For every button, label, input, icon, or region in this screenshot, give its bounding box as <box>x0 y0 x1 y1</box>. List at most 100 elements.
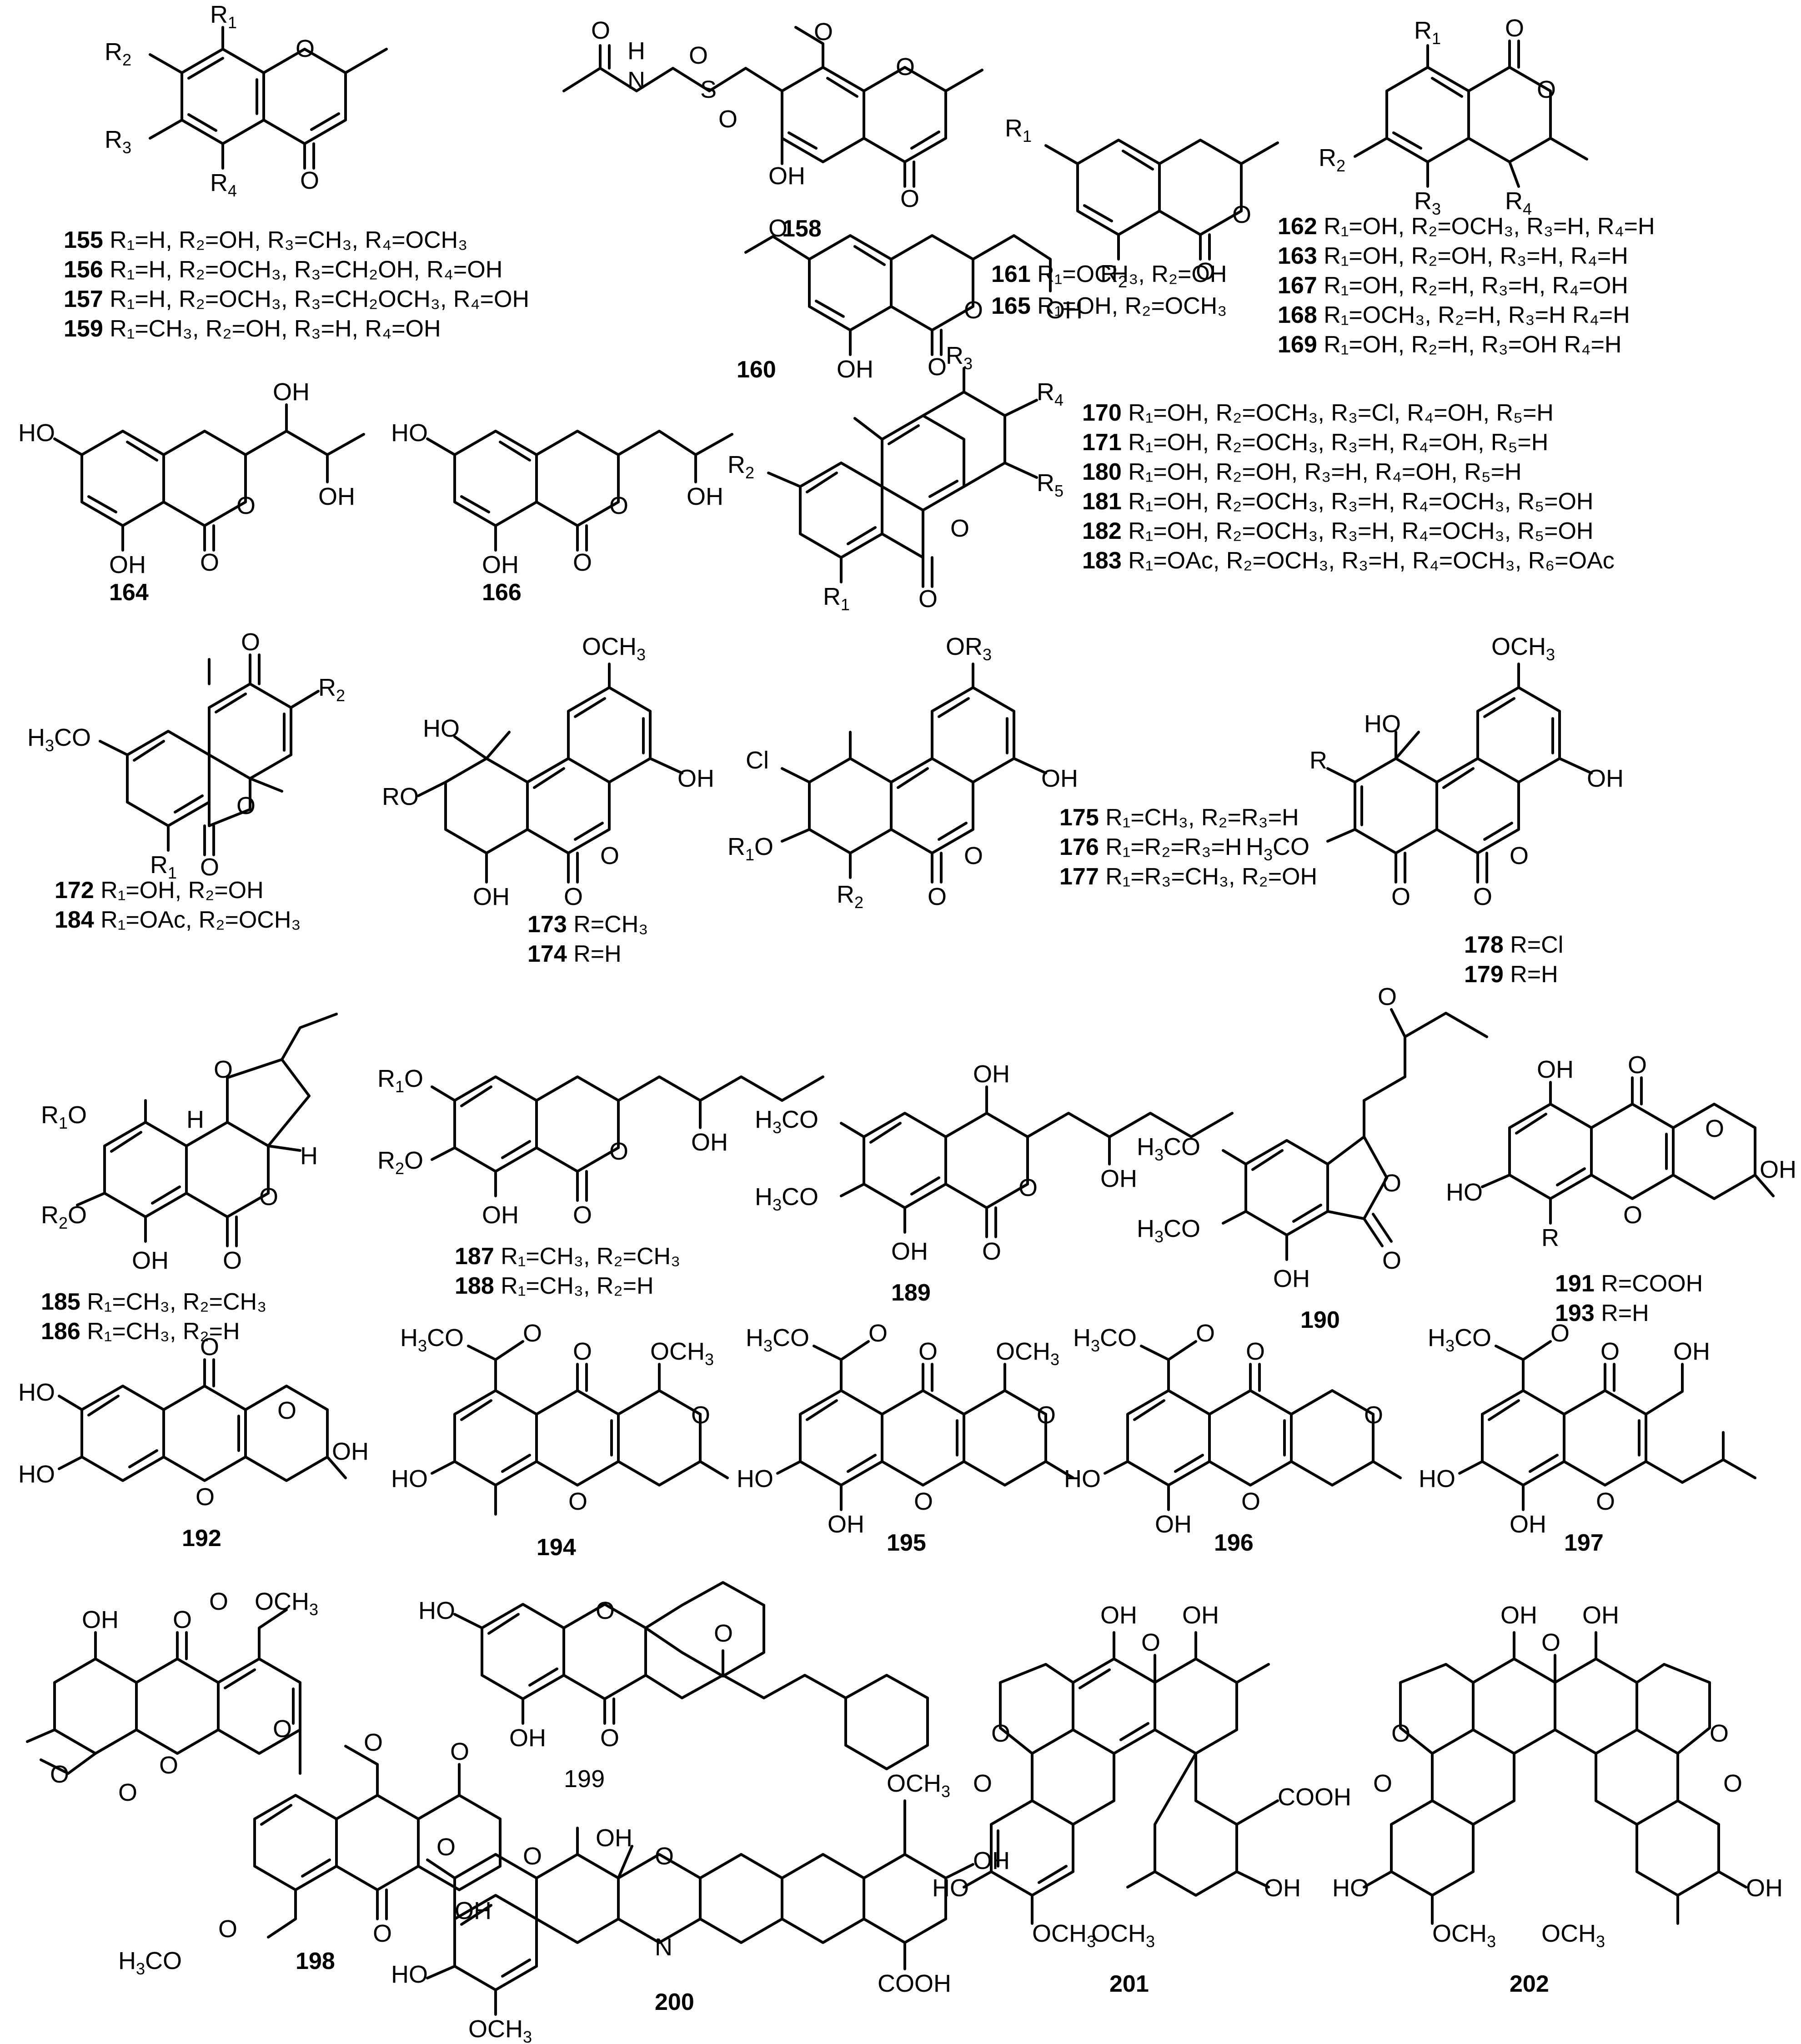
svg-text:O: O <box>896 53 915 80</box>
svg-text:OH: OH <box>691 1129 728 1156</box>
svg-text:H3CO: H3CO <box>1137 1215 1200 1246</box>
svg-text:R2O: R2O <box>41 1201 87 1232</box>
svg-text:H3CO: H3CO <box>118 1947 182 1978</box>
svg-text:COOH: COOH <box>878 1970 951 1997</box>
svg-text:O: O <box>1537 76 1556 103</box>
svg-text:O: O <box>568 1488 587 1515</box>
svg-text:O: O <box>236 492 256 519</box>
svg-text:O: O <box>1705 1115 1724 1142</box>
svg-text:199: 199 <box>564 1765 605 1793</box>
svg-text:160: 160 <box>737 357 776 383</box>
substituents-161-165: 161 R₁=OCH₃, R₂=OH 165 R₁=OH, R₂=OCH₃ <box>991 261 1227 319</box>
substituents-178-179: 178 R=Cl 179 R=H <box>1464 932 1563 988</box>
substituents-175-177: 175 R₁=CH₃, R₂=R₃=H 176 R₁=R₂=R₃=H 177 R… <box>1059 804 1317 890</box>
svg-text:188 R₁=CH₃, R₂=H: 188 R₁=CH₃, R₂=H <box>455 1273 654 1299</box>
structure-200: O O OH O N OCH3 OH COOH HO OCH3 200 <box>391 1770 1010 2044</box>
svg-text:OH: OH <box>1264 1874 1301 1902</box>
structure-202: OH O OH O O O O HO OH OCH3 OCH3 202 <box>1332 1602 1783 1997</box>
svg-text:OH: OH <box>318 483 355 510</box>
svg-text:179 R=H: 179 R=H <box>1464 961 1558 988</box>
svg-text:O: O <box>596 1597 615 1624</box>
svg-text:N: N <box>655 1934 672 1961</box>
svg-text:O: O <box>1246 1338 1265 1365</box>
svg-text:O: O <box>1550 1320 1570 1347</box>
svg-text:H3CO: H3CO <box>1246 833 1309 864</box>
svg-text:O: O <box>991 1720 1010 1747</box>
svg-text:O: O <box>609 492 628 519</box>
svg-text:OH: OH <box>768 162 805 190</box>
svg-text:O: O <box>1196 1320 1215 1347</box>
svg-text:OH: OH <box>132 1247 169 1274</box>
svg-text:O: O <box>814 18 833 45</box>
svg-text:H3CO: H3CO <box>27 724 91 755</box>
svg-text:159 R₁=CH₃, R₂=OH, R₃=H, R₄=OH: 159 R₁=CH₃, R₂=OH, R₃=H, R₄=OH <box>64 316 441 342</box>
svg-text:O: O <box>918 585 938 613</box>
structure-172-184: O O O H3CO R2 R1 <box>27 628 345 882</box>
svg-text:O: O <box>1723 1770 1742 1797</box>
svg-text:172 R₁=OH, R₂=OH: 172 R₁=OH, R₂=OH <box>55 877 264 904</box>
svg-text:N: N <box>627 67 645 94</box>
substituents-155-159: 155 R₁=H, R₂=OH, R₃=CH₃, R₄=OCH₃ 156 R₁=… <box>64 227 529 342</box>
svg-text:HO: HO <box>1364 710 1401 738</box>
svg-text:R4: R4 <box>210 169 237 200</box>
svg-text:OH: OH <box>1182 1602 1219 1629</box>
svg-text:O: O <box>900 185 919 212</box>
svg-text:O: O <box>218 1915 237 1943</box>
svg-text:Cl: Cl <box>746 747 769 774</box>
svg-text:165 R₁=OH, R₂=OCH₃: 165 R₁=OH, R₂=OCH₃ <box>991 293 1227 319</box>
svg-text:O: O <box>159 1752 178 1779</box>
svg-text:174 R=H: 174 R=H <box>527 941 622 967</box>
svg-text:R2: R2 <box>727 451 754 482</box>
svg-text:HO: HO <box>737 1465 773 1492</box>
svg-text:OH: OH <box>1537 1056 1574 1083</box>
svg-text:169 R₁=OH, R₂=H, R₃=OH R₄=H: 169 R₁=OH, R₂=H, R₃=OH R₄=H <box>1278 331 1621 358</box>
svg-text:163 R₁=OH, R₂=OH, R₃=H, R₄=H: 163 R₁=OH, R₂=OH, R₃=H, R₄=H <box>1278 243 1628 269</box>
structure-178-179: OCH3 OH O O O HO R H3CO <box>1246 633 1624 910</box>
svg-text:178 R=Cl: 178 R=Cl <box>1464 932 1563 958</box>
svg-text:171 R₁=OH, R₂=OCH₃, R₃=H, R₄=O: 171 R₁=OH, R₂=OCH₃, R₃=H, R₄=OH, R₅=H <box>1082 429 1548 456</box>
svg-text:OH: OH <box>1673 1338 1710 1365</box>
svg-text:O: O <box>918 1338 938 1365</box>
svg-text:O: O <box>523 1843 542 1870</box>
svg-text:162 R₁=OH, R₂=OCH₃, R₃=H, R₄=H: 162 R₁=OH, R₂=OCH₃, R₃=H, R₄=H <box>1278 213 1655 240</box>
svg-text:HO: HO <box>18 419 55 447</box>
svg-text:OH: OH <box>1046 296 1083 324</box>
svg-text:HO: HO <box>1419 1465 1455 1492</box>
structure-198: OH O O OCH3 O O O O O O O H3CO O OH 198 <box>26 1588 502 1978</box>
svg-text:O: O <box>591 17 610 44</box>
svg-text:OCH3: OCH3 <box>1032 1920 1096 1951</box>
svg-text:184 R₁=OAc, R₂=OCH₃: 184 R₁=OAc, R₂=OCH₃ <box>55 907 301 933</box>
svg-text:164: 164 <box>109 579 149 606</box>
svg-text:193 R=H: 193 R=H <box>1555 1300 1649 1326</box>
svg-text:190: 190 <box>1300 1307 1340 1333</box>
svg-text:O: O <box>1473 883 1492 910</box>
svg-text:HO: HO <box>1446 1179 1483 1206</box>
svg-text:166: 166 <box>482 579 522 606</box>
svg-text:O: O <box>1596 1488 1615 1515</box>
substituents-173-174: 173 R=CH₃ 174 R=H <box>527 911 648 967</box>
svg-text:O: O <box>200 1333 219 1361</box>
svg-text:O: O <box>868 1320 888 1347</box>
svg-text:OCH3: OCH3 <box>1491 633 1555 664</box>
svg-text:O: O <box>564 883 583 910</box>
svg-text:COOH: COOH <box>1278 1783 1351 1811</box>
svg-text:R4: R4 <box>1037 378 1064 409</box>
svg-text:161 R₁=OCH₃, R₂=OH: 161 R₁=OCH₃, R₂=OH <box>991 261 1227 287</box>
svg-text:O: O <box>1241 1488 1260 1515</box>
svg-text:OH: OH <box>1155 1511 1192 1538</box>
svg-text:OH: OH <box>509 1724 546 1752</box>
svg-text:158: 158 <box>782 216 822 242</box>
svg-text:O: O <box>200 854 219 881</box>
svg-text:183 R₁=OAc, R₂=OCH₃, R₃=H, R₄=: 183 R₁=OAc, R₂=OCH₃, R₃=H, R₄=OCH₃, R₆=O… <box>1082 547 1615 574</box>
svg-text:O: O <box>1510 842 1529 869</box>
svg-text:OCH3: OCH3 <box>468 2015 532 2044</box>
structure-192: O O O OH HO HO 192 <box>18 1333 369 1552</box>
svg-text:R1: R1 <box>210 1 237 32</box>
svg-text:H3CO: H3CO <box>755 1183 818 1214</box>
svg-text:H: H <box>300 1142 318 1170</box>
svg-text:R1: R1 <box>1414 17 1441 48</box>
svg-text:O: O <box>1037 1401 1056 1429</box>
svg-text:O: O <box>273 1715 292 1743</box>
structure-170-183: O O R3 R4 R5 R2 R1 <box>727 342 1064 614</box>
